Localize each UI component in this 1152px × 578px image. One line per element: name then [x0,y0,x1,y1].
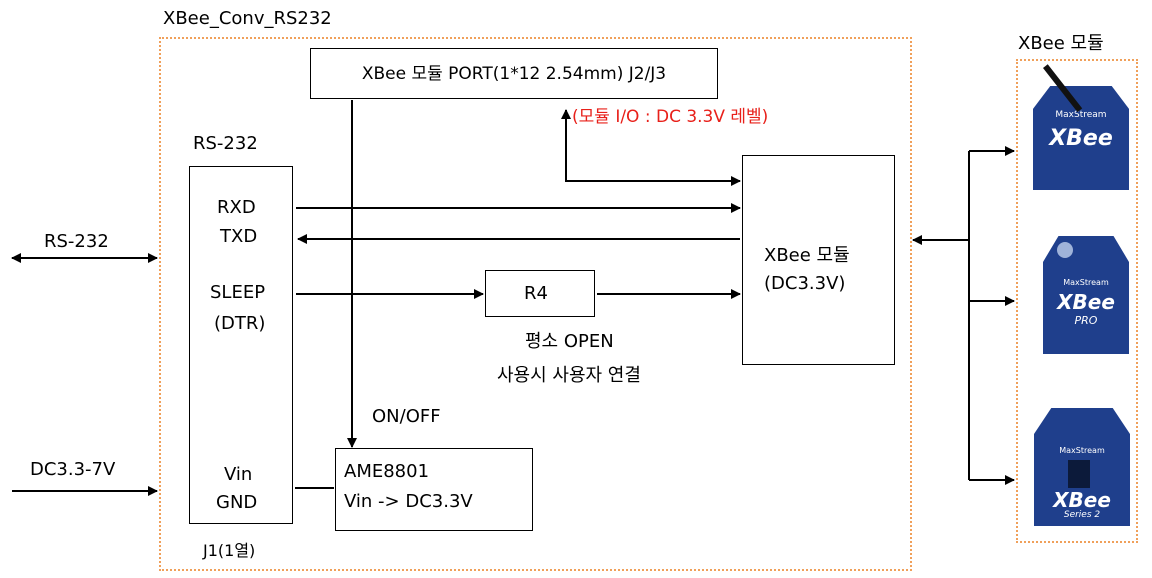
xbee-pro-module-photo: MaxStream XBee PRO [1043,236,1129,354]
gnd-label: GND [216,492,258,513]
xbee-block-line2: (DC3.3V) [764,273,846,294]
board-outline [159,37,912,571]
board-title: XBee_Conv_RS232 [163,8,332,29]
rs232-block-title: RS-232 [193,133,258,154]
rs232-block [189,166,293,524]
xbee-port-label: XBee 모듈 PORT(1*12 2.54mm) J2/J3 [361,64,667,84]
module3-name: XBee [1053,488,1111,512]
xbee-module-photo: MaxStream XBee [1033,86,1129,190]
io-level-line [561,109,741,186]
rxd-label: RXD [217,197,256,218]
external-rs232-label: RS-232 [44,231,109,252]
xbee-module-block [742,155,895,365]
regulator-block [335,448,533,531]
module2-sub: PRO [1074,314,1098,327]
connector-label: J1(1열) [203,541,256,560]
chip-antenna-icon [1057,242,1073,258]
module1-brand: MaxStream [1055,110,1107,120]
xbee-block-line1: XBee 모듈 [764,245,850,266]
xbee-port-box: XBee 모듈 PORT(1*12 2.54mm) J2/J3 [310,48,718,99]
external-power-label: DC3.3-7V [30,459,116,480]
module2-brand: MaxStream [1063,278,1109,287]
module1-name: XBee [1049,126,1113,151]
vin-label: Vin [224,464,253,485]
r4-label: R4 [524,283,548,304]
on-off-label: ON/OFF [372,406,441,427]
module3-brand: MaxStream [1059,446,1105,455]
chip-ic-icon [1068,460,1090,488]
module2-name: XBee [1057,290,1115,314]
module-panel-title: XBee 모듈 [1018,33,1104,54]
module3-sub: Series 2 [1063,510,1101,520]
r4-note-line1: 평소 OPEN [525,331,614,352]
txd-label: TXD [220,226,258,247]
r4-resistor: R4 [485,270,595,317]
r4-note-line2: 사용시 사용자 연결 [497,365,641,386]
dtr-label: (DTR) [214,313,266,334]
sleep-label: SLEEP [210,282,266,303]
module-panel-outline [1016,59,1138,543]
regulator-line1: AME8801 [344,461,430,482]
regulator-line2: Vin -> DC3.3V [344,491,473,512]
xbee-series2-module-photo: MaxStream XBee Series 2 [1034,408,1130,526]
